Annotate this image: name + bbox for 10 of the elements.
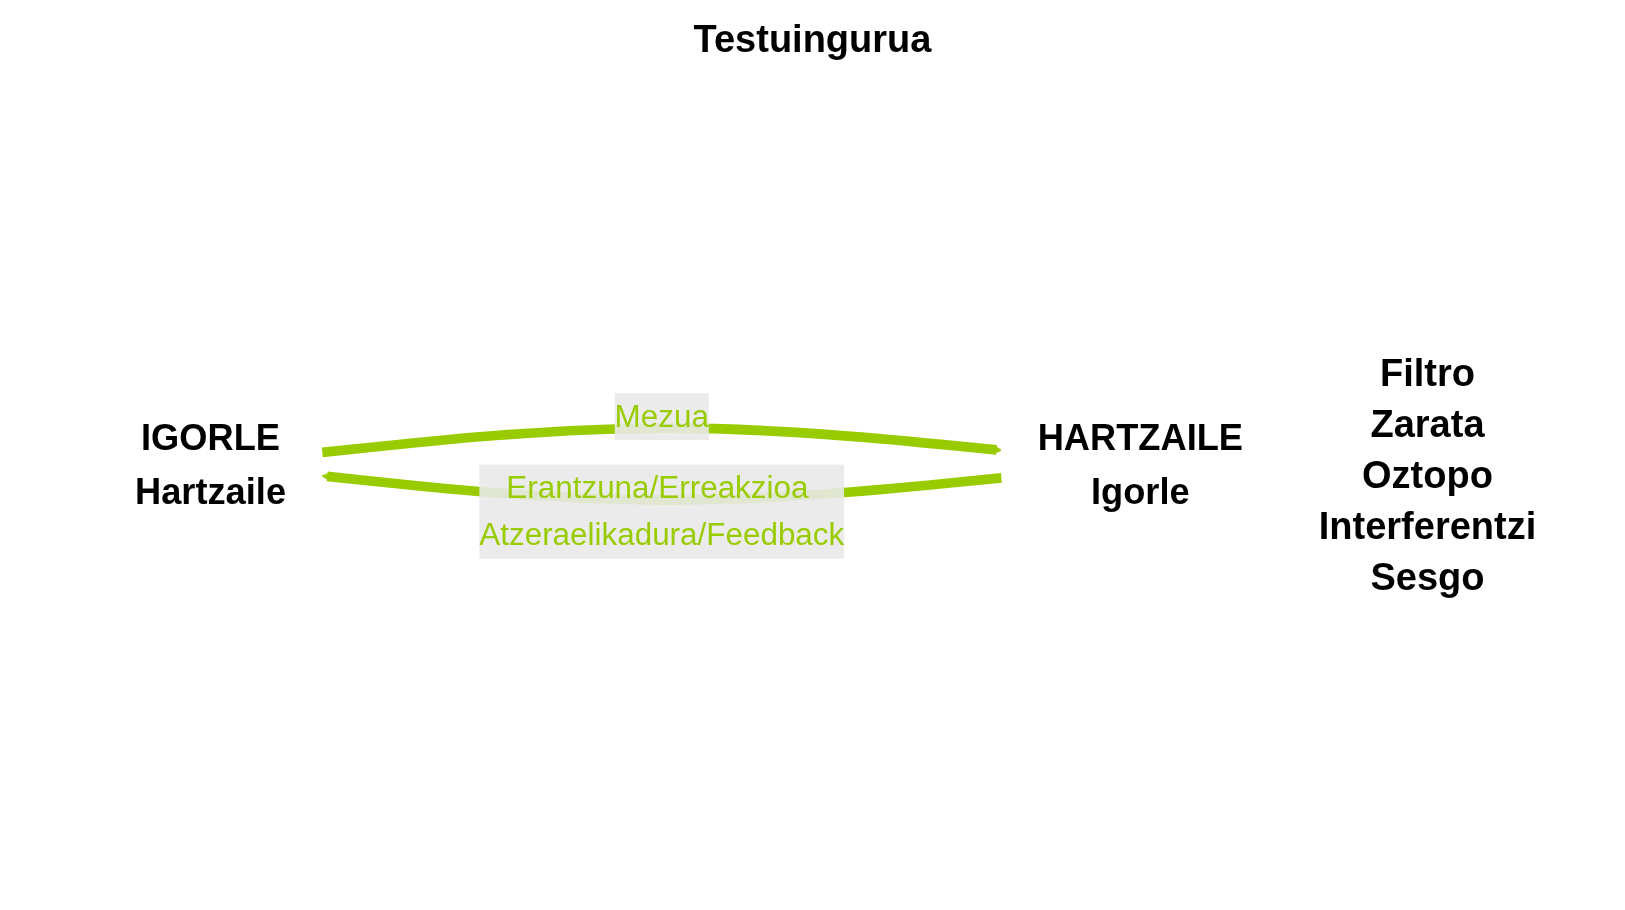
context-label: Testuingurua [693,18,932,61]
edge-label: Mezua [614,397,709,435]
noise-label: Interferentzi [1318,504,1537,548]
noise-label: Filtro [1380,351,1475,395]
noise-label: Zarata [1370,402,1485,446]
noise-label: Sesgo [1370,555,1485,599]
noise-label: Oztopo [1362,453,1493,497]
node-text: HARTZAILE Igorle [1037,416,1243,512]
node-text: IGORLE Hartzaile [134,416,286,512]
edge-label: Erantzuna/Erreakzioa Atzeraelikadura/Feedback [479,469,844,553]
